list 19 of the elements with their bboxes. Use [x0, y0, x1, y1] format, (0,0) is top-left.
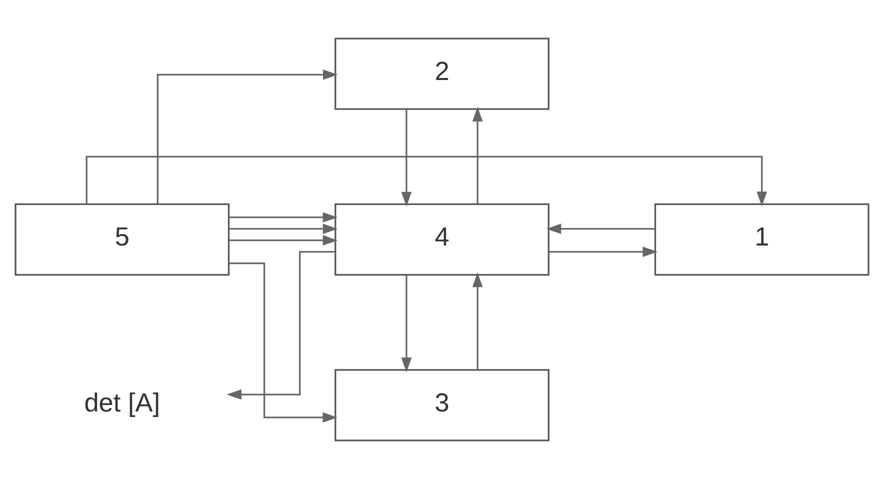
arrow — [229, 212, 338, 222]
arrow — [156, 68, 338, 204]
arrow — [86, 155, 768, 206]
arrow — [229, 223, 338, 234]
arrow — [226, 250, 335, 400]
node-box: 4 — [334, 202, 550, 276]
node-box: 2 — [334, 37, 550, 110]
arrow — [401, 274, 412, 372]
node-text: det [A] — [84, 386, 160, 417]
arrow — [229, 234, 338, 245]
node-box: 3 — [334, 368, 550, 441]
arrow — [229, 262, 338, 422]
node-box: 5 — [14, 202, 230, 276]
arrow — [472, 106, 483, 204]
arrow — [548, 246, 658, 256]
arrow — [546, 223, 655, 234]
arrow — [401, 109, 412, 206]
arrow — [472, 272, 483, 369]
node-box: 1 — [654, 202, 870, 276]
